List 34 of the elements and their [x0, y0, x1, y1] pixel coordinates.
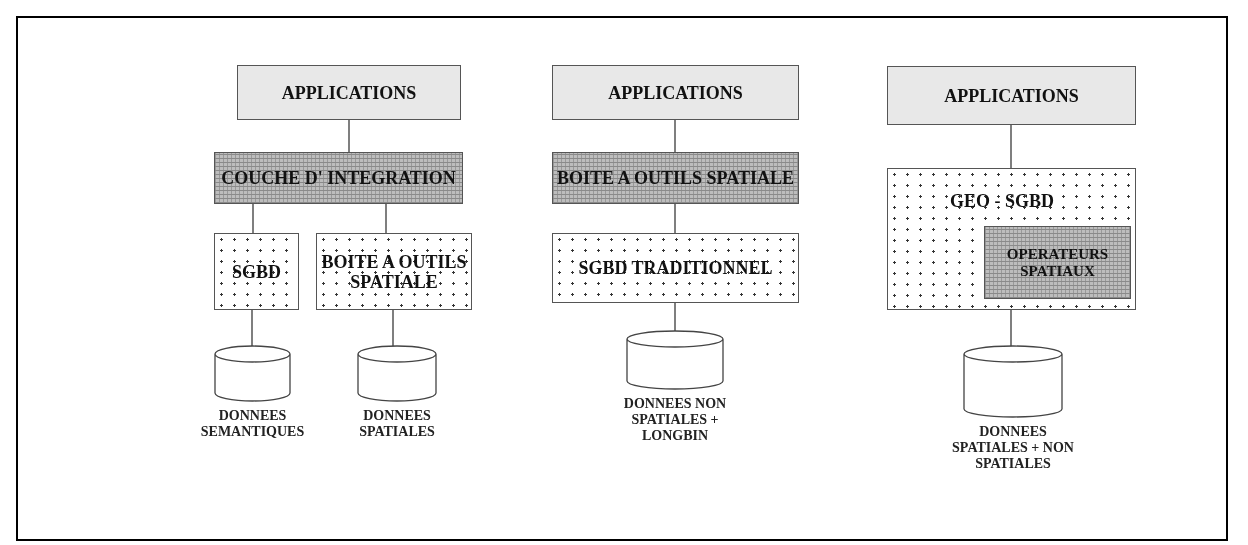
box-label: APPLICATIONS: [944, 85, 1079, 106]
connector-line: [1010, 124, 1012, 169]
component-box: [887, 168, 1136, 310]
box-label: APPLICATIONS: [281, 82, 417, 103]
layer-box: [984, 226, 1131, 299]
database-cylinder: [963, 345, 1063, 418]
data-caption: DONNEES NON SPATIALES + LONGBIN: [622, 396, 728, 444]
component-box: [552, 233, 799, 303]
component-box: [214, 233, 299, 310]
box-label: GEO - SGBD: [950, 191, 1055, 211]
connector-line: [385, 203, 387, 234]
connector-line: [674, 119, 676, 153]
database-cylinder: [626, 330, 724, 390]
layer-box: [552, 152, 799, 204]
layer-box: [214, 152, 463, 204]
application-box: [552, 65, 799, 120]
application-box: [237, 65, 461, 120]
database-cylinder: [214, 345, 291, 402]
box-label: SGBD: [232, 261, 281, 282]
box-label: APPLICATIONS: [608, 82, 743, 103]
box-label: BOITE A OUTILS SPATIALE: [557, 168, 794, 188]
application-box: [887, 66, 1136, 125]
connector-line: [252, 203, 254, 234]
box-label: COUCHE D' INTEGRATION: [221, 168, 456, 188]
box-label: SGBD TRADITIONNEL: [578, 258, 773, 278]
component-box: [316, 233, 472, 310]
box-label: BOITE A OUTILS SPATIALE: [320, 251, 468, 292]
data-caption: DONNEES SPATIALES + NON SPATIALES: [951, 424, 1075, 472]
database-cylinder: [357, 345, 437, 402]
connector-line: [348, 119, 350, 153]
connector-line: [674, 203, 676, 234]
data-caption: DONNEES SPATIALES: [358, 408, 436, 440]
box-label: OPERATEURS SPATIAUX: [1005, 245, 1110, 280]
data-caption: DONNEES SEMANTIQUES: [199, 408, 306, 440]
